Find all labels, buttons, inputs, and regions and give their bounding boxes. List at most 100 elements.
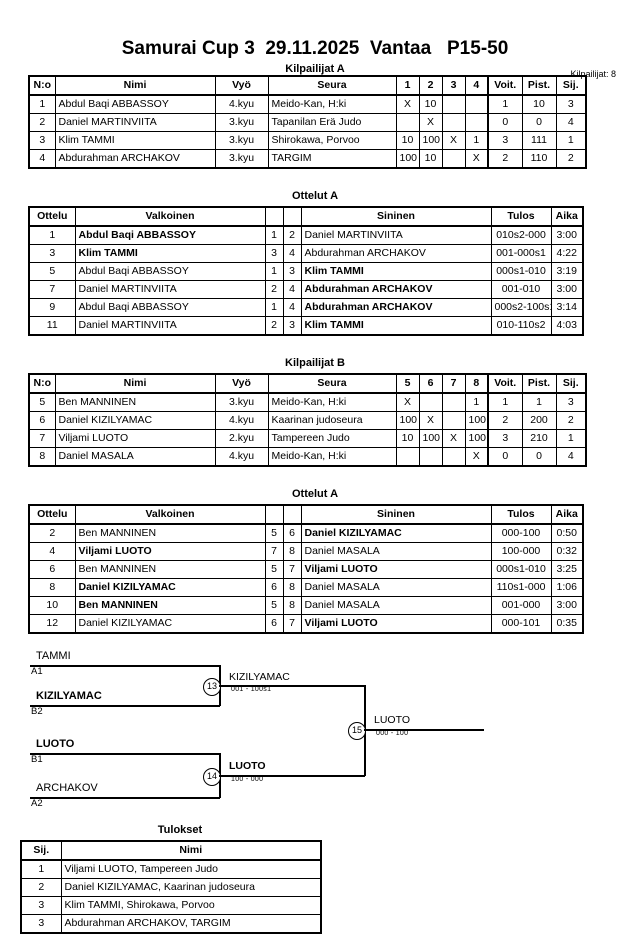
cell-score: X xyxy=(418,113,443,132)
cell-pist: 111 xyxy=(521,131,557,150)
cell-blue-num: 4 xyxy=(282,244,302,263)
cell-sij: 2 xyxy=(555,149,587,169)
cell-score: X xyxy=(464,447,489,467)
cell-aika: 3:00 xyxy=(550,280,584,299)
cell-tulos: 110s1-000 xyxy=(490,578,552,597)
cell-voit: 1 xyxy=(487,94,523,114)
cell-vyo: 2.kyu xyxy=(214,429,269,448)
cell-score: 10 xyxy=(395,131,420,150)
bracket-node-15-winner: LUOTO xyxy=(374,714,410,726)
table-row: 7 Viljami LUOTO 2.kyu Tampereen Judo 10 … xyxy=(28,429,587,448)
cell-white-num: 2 xyxy=(264,316,284,336)
col-seura: Seura xyxy=(267,75,397,96)
pool-b-caption: Kilpailijat B xyxy=(285,357,345,369)
results-caption: Tulokset xyxy=(157,824,203,836)
cell-blue-num: 7 xyxy=(282,560,302,579)
cell-score: X xyxy=(441,429,466,448)
col-tulos: Tulos xyxy=(490,206,552,227)
cell-nimi: Klim TAMMI xyxy=(54,131,216,150)
cell-sij: 3 xyxy=(20,896,62,915)
cell-white-num: 1 xyxy=(264,298,284,317)
col-sij: Sij. xyxy=(20,840,62,861)
cell-nimi: Abdurahman ARCHAKOV, TARGIM xyxy=(60,914,322,934)
matches-b-table: Ottelu Valkoinen Sininen Tulos Aika 2 Be… xyxy=(28,504,584,634)
col-pist: Pist. xyxy=(521,75,557,96)
cell-sij: 4 xyxy=(555,113,587,132)
pool-a-body: 1 Abdul Baqi ABBASSOY 4.kyu Meido-Kan, H… xyxy=(28,94,587,169)
col-no: N:o xyxy=(28,373,56,394)
cell-aika: 4:22 xyxy=(550,244,584,263)
col-opp-5: 5 xyxy=(395,373,420,394)
cell-pist: 0 xyxy=(521,447,557,467)
cell-score: 100 xyxy=(418,131,443,150)
cell-sij: 3 xyxy=(20,914,62,934)
cell-score xyxy=(441,113,466,132)
table-row: 1 Abdul Baqi ABBASSOY 1 2 Daniel MARTINV… xyxy=(28,225,584,245)
bracket-entry-name-3: LUOTO xyxy=(36,738,75,750)
cell-score: X xyxy=(441,131,466,150)
bracket-line xyxy=(219,685,365,687)
cell-nimi: Abdurahman ARCHAKOV xyxy=(54,149,216,169)
col-opp-4: 4 xyxy=(464,75,489,96)
cell-score: X xyxy=(395,94,420,114)
cell-white-num: 5 xyxy=(264,523,284,543)
cell-blue: Abdurahman ARCHAKOV xyxy=(300,280,492,299)
cell-nimi: Klim TAMMI, Shirokawa, Porvoo xyxy=(60,896,322,915)
cell-nimi: Viljami LUOTO, Tampereen Judo xyxy=(60,859,322,879)
cell-sij: 3 xyxy=(555,392,587,412)
cell-blue-num: 8 xyxy=(282,578,302,597)
cell-blue: Viljami LUOTO xyxy=(300,614,492,634)
matches-a-body: 1 Abdul Baqi ABBASSOY 1 2 Daniel MARTINV… xyxy=(28,225,584,336)
cell-tulos: 000-101 xyxy=(490,614,552,634)
cell-score xyxy=(418,392,443,412)
col-seura: Seura xyxy=(267,373,397,394)
table-row: 9 Abdul Baqi ABBASSOY 1 4 Abdurahman ARC… xyxy=(28,298,584,317)
cell-ottelu: 7 xyxy=(28,280,76,299)
cell-ottelu: 5 xyxy=(28,262,76,281)
cell-blue: Abdurahman ARCHAKOV xyxy=(300,298,492,317)
table-row: 5 Abdul Baqi ABBASSOY 1 3 Klim TAMMI 000… xyxy=(28,262,584,281)
bracket-node-15-score: 000 - 100 xyxy=(376,730,409,737)
cell-score xyxy=(418,447,443,467)
cell-white: Daniel MARTINVIITA xyxy=(74,280,266,299)
cell-white: Viljami LUOTO xyxy=(74,542,266,561)
table-row: 1 Abdul Baqi ABBASSOY 4.kyu Meido-Kan, H… xyxy=(28,94,587,114)
pool-a-caption: Kilpailijat A xyxy=(285,63,345,75)
cell-ottelu: 2 xyxy=(28,523,76,543)
cell-blue: Klim TAMMI xyxy=(300,316,492,336)
cell-tulos: 100-000 xyxy=(490,542,552,561)
cell-pist: 210 xyxy=(521,429,557,448)
cell-white: Abdul Baqi ABBASSOY xyxy=(74,298,266,317)
cell-white-num: 6 xyxy=(264,578,284,597)
cell-score: 10 xyxy=(395,429,420,448)
col-opp-1: 1 xyxy=(395,75,420,96)
cell-score: 10 xyxy=(418,149,443,169)
bracket-node-14: 14 xyxy=(203,768,221,786)
cell-score: 100 xyxy=(395,411,420,430)
cell-aika: 3:00 xyxy=(550,596,584,615)
cell-no: 4 xyxy=(28,149,56,169)
table-row: 10 Ben MANNINEN 5 8 Daniel MASALA 001-00… xyxy=(28,596,584,615)
col-vyo: Vyö xyxy=(214,373,269,394)
matches-a-section: Ottelu Valkoinen Sininen Tulos Aika 1 Ab… xyxy=(0,206,630,336)
col-nimi: Nimi xyxy=(60,840,322,861)
cell-blue-num: 3 xyxy=(282,316,302,336)
cell-voit: 2 xyxy=(487,411,523,430)
cell-blue-num: 6 xyxy=(282,523,302,543)
cell-sij: 1 xyxy=(20,859,62,879)
cell-ottelu: 12 xyxy=(28,614,76,634)
bracket-entry-name-2: KIZILYAMAC xyxy=(36,690,102,702)
col-opp-7: 7 xyxy=(441,373,466,394)
cell-ottelu: 6 xyxy=(28,560,76,579)
cell-voit: 3 xyxy=(487,429,523,448)
cell-sij: 2 xyxy=(20,878,62,897)
table-row: 2 Daniel KIZILYAMAC, Kaarinan judoseura xyxy=(20,878,322,897)
cell-vyo: 4.kyu xyxy=(214,447,269,467)
cell-score: 100 xyxy=(464,429,489,448)
bracket-node-14-winner: LUOTO xyxy=(229,760,266,772)
cell-nimi: Daniel KIZILYAMAC xyxy=(54,411,216,430)
cell-pist: 10 xyxy=(521,94,557,114)
table-row: 3 Klim TAMMI 3.kyu Shirokawa, Porvoo 10 … xyxy=(28,131,587,150)
cell-white: Klim TAMMI xyxy=(74,244,266,263)
cell-blue-num: 8 xyxy=(282,596,302,615)
